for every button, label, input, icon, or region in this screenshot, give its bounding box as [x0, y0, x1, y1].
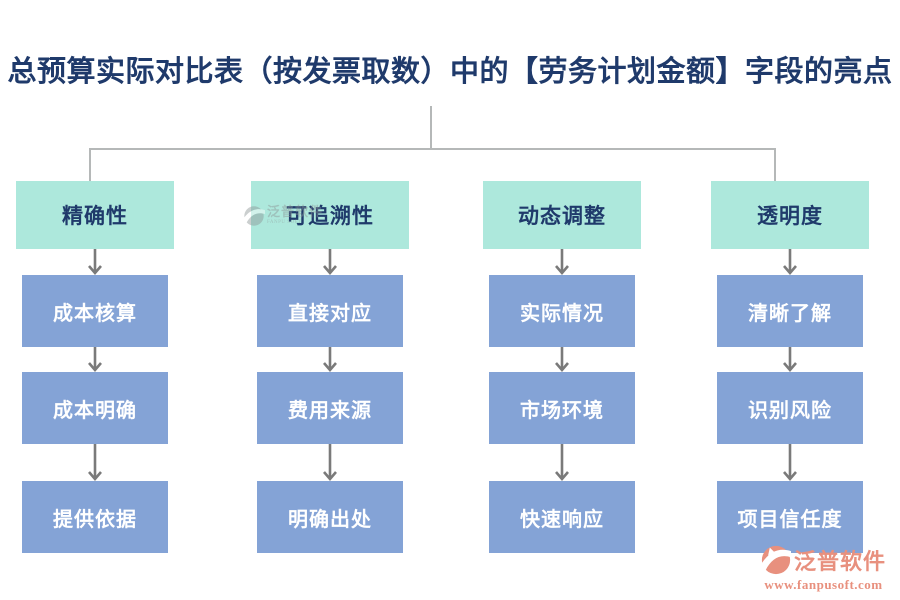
feature-column-accuracy: 精确性 成本核算 成本明确 提供依据 [16, 181, 174, 553]
feature-label: 清晰了解 [748, 302, 832, 325]
feature-box: 直接对应 [257, 275, 403, 347]
down-arrow-icon [783, 347, 797, 372]
feature-column-traceability: 可追溯性 直接对应 费用来源 明确出处 [251, 181, 409, 553]
brand-footer: 泛普软件 www.fanpusoft.com [760, 544, 886, 593]
category-label: 可追溯性 [286, 204, 374, 228]
feature-column-dynamic-adjust: 动态调整 实际情况 市场环境 快速响应 [483, 181, 641, 553]
category-label: 动态调整 [518, 204, 606, 228]
feature-box: 识别风险 [717, 372, 863, 444]
category-box: 可追溯性 [251, 181, 409, 249]
feature-label: 提供依据 [53, 508, 137, 531]
feature-box: 市场环境 [489, 372, 635, 444]
feature-box: 成本明确 [22, 372, 168, 444]
down-arrow-icon [88, 347, 102, 372]
feature-label: 费用来源 [288, 399, 372, 422]
down-arrow-icon [323, 444, 337, 481]
down-arrow-icon [88, 444, 102, 481]
down-arrow-icon [555, 347, 569, 372]
fanpu-logo-icon [760, 545, 791, 575]
down-arrow-icon [783, 249, 797, 275]
category-box: 动态调整 [483, 181, 641, 249]
feature-box: 实际情况 [489, 275, 635, 347]
category-label: 精确性 [62, 204, 128, 228]
feature-label: 市场环境 [520, 399, 604, 422]
feature-box: 提供依据 [22, 481, 168, 553]
down-arrow-icon [323, 347, 337, 372]
category-label: 透明度 [757, 204, 823, 228]
category-box: 精确性 [16, 181, 174, 249]
feature-label: 项目信任度 [737, 508, 843, 531]
brand-url: www.fanpusoft.com [764, 577, 883, 592]
connector-left-drop [89, 150, 91, 181]
feature-label: 识别风险 [748, 399, 832, 422]
feature-box: 清晰了解 [717, 275, 863, 347]
feature-label: 快速响应 [520, 508, 604, 531]
feature-column-transparency: 透明度 清晰了解 识别风险 项目信任度 [711, 181, 869, 553]
down-arrow-icon [555, 444, 569, 481]
category-box: 透明度 [711, 181, 869, 249]
down-arrow-icon [88, 249, 102, 275]
feature-box: 成本核算 [22, 275, 168, 347]
page-title: 总预算实际对比表（按发票取数）中的【劳务计划金额】字段的亮点 [7, 56, 893, 88]
feature-label: 明确出处 [288, 508, 372, 531]
feature-label: 成本明确 [53, 399, 137, 422]
feature-label: 直接对应 [288, 302, 372, 325]
down-arrow-icon [323, 249, 337, 275]
brand-name: 泛普软件 [793, 549, 886, 574]
connector-horizontal [89, 148, 776, 150]
connector-right-drop [774, 150, 776, 181]
feature-box: 明确出处 [257, 481, 403, 553]
feature-label: 成本核算 [53, 302, 137, 325]
feature-box: 项目信任度 [717, 481, 863, 553]
feature-label: 实际情况 [520, 302, 604, 325]
feature-box: 费用来源 [257, 372, 403, 444]
connector-title-drop [430, 106, 432, 149]
feature-box: 快速响应 [489, 481, 635, 553]
down-arrow-icon [555, 249, 569, 275]
down-arrow-icon [783, 444, 797, 481]
